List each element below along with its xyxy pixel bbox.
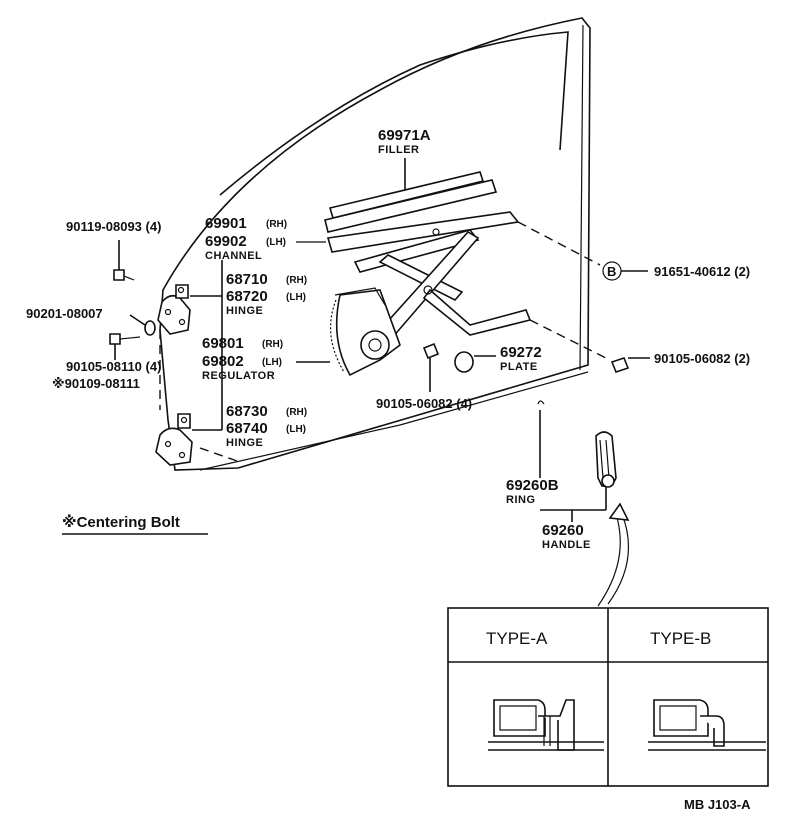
type-a-heading: TYPE-A — [486, 629, 548, 648]
handle-pn: 69260 — [542, 522, 584, 539]
bolt-upper — [113, 240, 135, 281]
hinge-lower-name: HINGE — [226, 437, 263, 449]
label-hinge-lower: 68730 (RH) 68740 (LH) HINGE — [226, 403, 307, 449]
footer-code: MB J103-A — [684, 797, 751, 812]
hinge-upper-rh: (RH) — [286, 275, 307, 286]
ring-part — [537, 400, 545, 478]
door-outline — [159, 17, 591, 471]
hinge-lower-lh: (LH) — [286, 424, 306, 435]
label-regulator: 69801 (RH) 69802 (LH) REGULATOR — [202, 335, 283, 382]
regulator-lh: (LH) — [262, 357, 282, 368]
plate-part — [454, 351, 496, 373]
ref-b-letter: B — [607, 264, 616, 279]
regulator-pn-lh: 69802 — [202, 353, 244, 370]
legend-text: ※Centering Bolt — [62, 513, 180, 531]
filler-pn: 69971A — [378, 127, 431, 144]
label-handle: 69260 HANDLE — [542, 522, 591, 551]
hinge-upper-pn-rh: 68710 — [226, 271, 268, 288]
label-filler: 69971A FILLER — [378, 127, 431, 156]
types-table: TYPE-A TYPE-B — [447, 607, 769, 787]
ref-b-pn-label: 91651-40612 (2) — [654, 264, 750, 279]
regulator-name: REGULATOR — [202, 370, 275, 382]
bolt-center-part — [422, 342, 440, 392]
channel-name: CHANNEL — [205, 250, 262, 262]
centering-bolt-label: ※90109-08111 — [52, 376, 140, 391]
channel-pn-lh: 69902 — [205, 233, 247, 250]
bolt-hinge-washer — [129, 314, 156, 336]
plate-pn: 69272 — [500, 344, 542, 361]
ring-pn: 69260B — [506, 477, 559, 494]
bolt-right-label: 90105-06082 (2) — [654, 351, 750, 366]
label-ring: 69260B RING — [506, 477, 559, 506]
type-b-heading: TYPE-B — [650, 629, 711, 648]
leader-hinge-foot — [199, 447, 241, 463]
ring-name: RING — [506, 494, 536, 506]
hinge-lower-rh: (RH) — [286, 407, 307, 418]
regulator-part — [296, 229, 532, 377]
hinge-lower-pn-lh: 68740 — [226, 420, 268, 437]
plate-name: PLATE — [500, 361, 538, 373]
hinge-upper-pn-lh: 68720 — [226, 288, 268, 305]
type-arrow — [597, 502, 630, 607]
handle-part — [540, 431, 617, 522]
bolt-lower — [109, 333, 141, 360]
label-channel: 69901 (RH) 69902 (LH) CHANNEL — [205, 215, 287, 262]
handle-name: HANDLE — [542, 539, 591, 551]
channel-lh: (LH) — [266, 237, 286, 248]
regulator-pn-rh: 69801 — [202, 335, 244, 352]
bolt-upper-label: 90119-08093 (4) — [66, 219, 161, 234]
bolt-center-label: 90105-06082 (4) — [376, 396, 472, 411]
legend: ※Centering Bolt — [62, 513, 208, 535]
filler-name: FILLER — [378, 144, 420, 156]
label-hinge-upper: 68710 (RH) 68720 (LH) HINGE — [226, 271, 307, 317]
type-b-sketch — [648, 699, 766, 751]
leader-ref-b — [517, 221, 601, 266]
hinge-upper-lh: (LH) — [286, 292, 306, 303]
bolt-lower-label: 90105-08110 (4) — [66, 359, 161, 374]
upper-hinge-part — [157, 284, 222, 335]
lower-hinge-part — [155, 413, 222, 466]
channel-pn-rh: 69901 — [205, 215, 247, 232]
hinge-upper-name: HINGE — [226, 305, 263, 317]
label-plate: 69272 PLATE — [500, 344, 542, 373]
bolt-right-part — [610, 357, 650, 373]
regulator-rh: (RH) — [262, 339, 283, 350]
type-a-sketch — [488, 699, 604, 751]
channel-rh: (RH) — [266, 219, 287, 230]
hinge-lower-pn-rh: 68730 — [226, 403, 268, 420]
filler-strip — [324, 158, 498, 233]
bolt-hinge-label: 90201-08007 — [26, 306, 103, 321]
leader-bolt-right — [529, 319, 611, 361]
